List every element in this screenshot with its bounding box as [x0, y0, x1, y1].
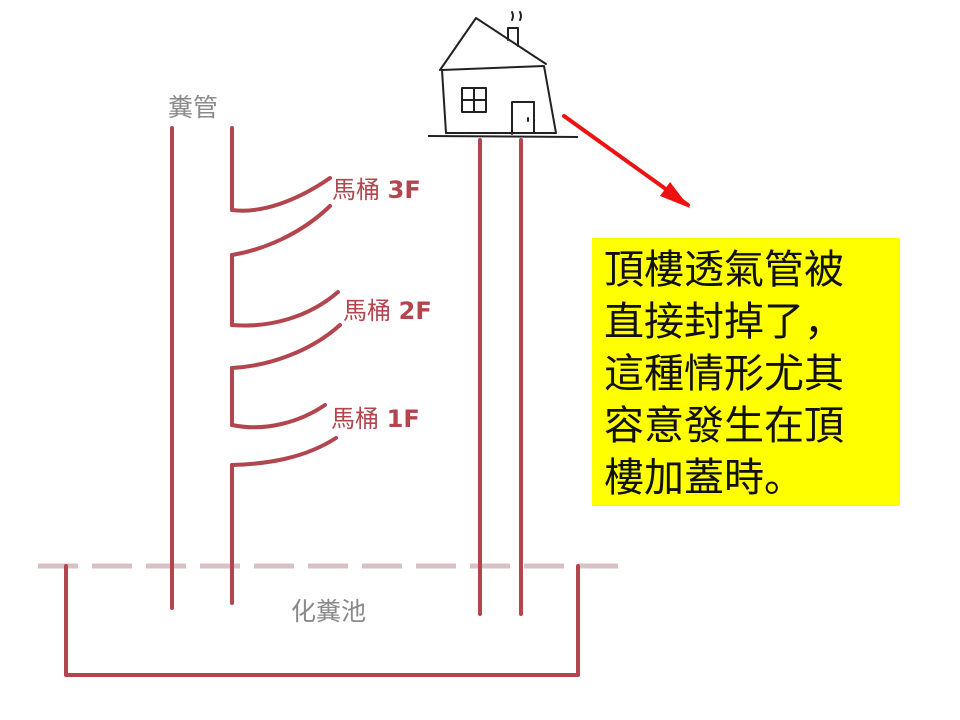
house-icon [439, 11, 557, 135]
toilet-1f-name: 馬桶 [331, 405, 379, 433]
septic-tank-label: 化糞池 [291, 597, 367, 626]
note-line: 直接封掉了， [604, 299, 844, 345]
note-box: 頂樓透氣管被 直接封掉了， 這種情形尤其 容意發生在頂 樓加蓋時。 [592, 238, 900, 506]
toilet-3f-name: 馬桶 [332, 176, 380, 204]
toilet-3f-floor: 3F [387, 176, 421, 204]
branch-pipe-2f [230, 290, 342, 370]
note-line: 頂樓透氣管被 [604, 247, 844, 293]
toilet-2f-name: 馬桶 [343, 297, 391, 325]
branch-pipe-1f [230, 403, 338, 467]
toilet-1f-floor: 1F [386, 405, 420, 433]
toilet-1f-label: 馬桶 1F [331, 399, 420, 434]
toilet-2f-floor: 2F [398, 297, 432, 325]
note-line: 容意發生在頂 [604, 403, 844, 449]
toilet-2f-label: 馬桶 2F [343, 291, 432, 326]
roof-line [427, 135, 579, 138]
arrow-icon [562, 114, 690, 208]
septic-tank-outline [64, 564, 580, 677]
note-line: 樓加蓋時。 [604, 455, 804, 501]
toilet-3f-label: 馬桶 3F [332, 170, 421, 205]
branch-pipe-3f [230, 176, 332, 257]
soil-pipe-label: 糞管 [168, 93, 219, 122]
note-line: 這種情形尤其 [604, 351, 844, 397]
vent-pipe [478, 138, 523, 616]
